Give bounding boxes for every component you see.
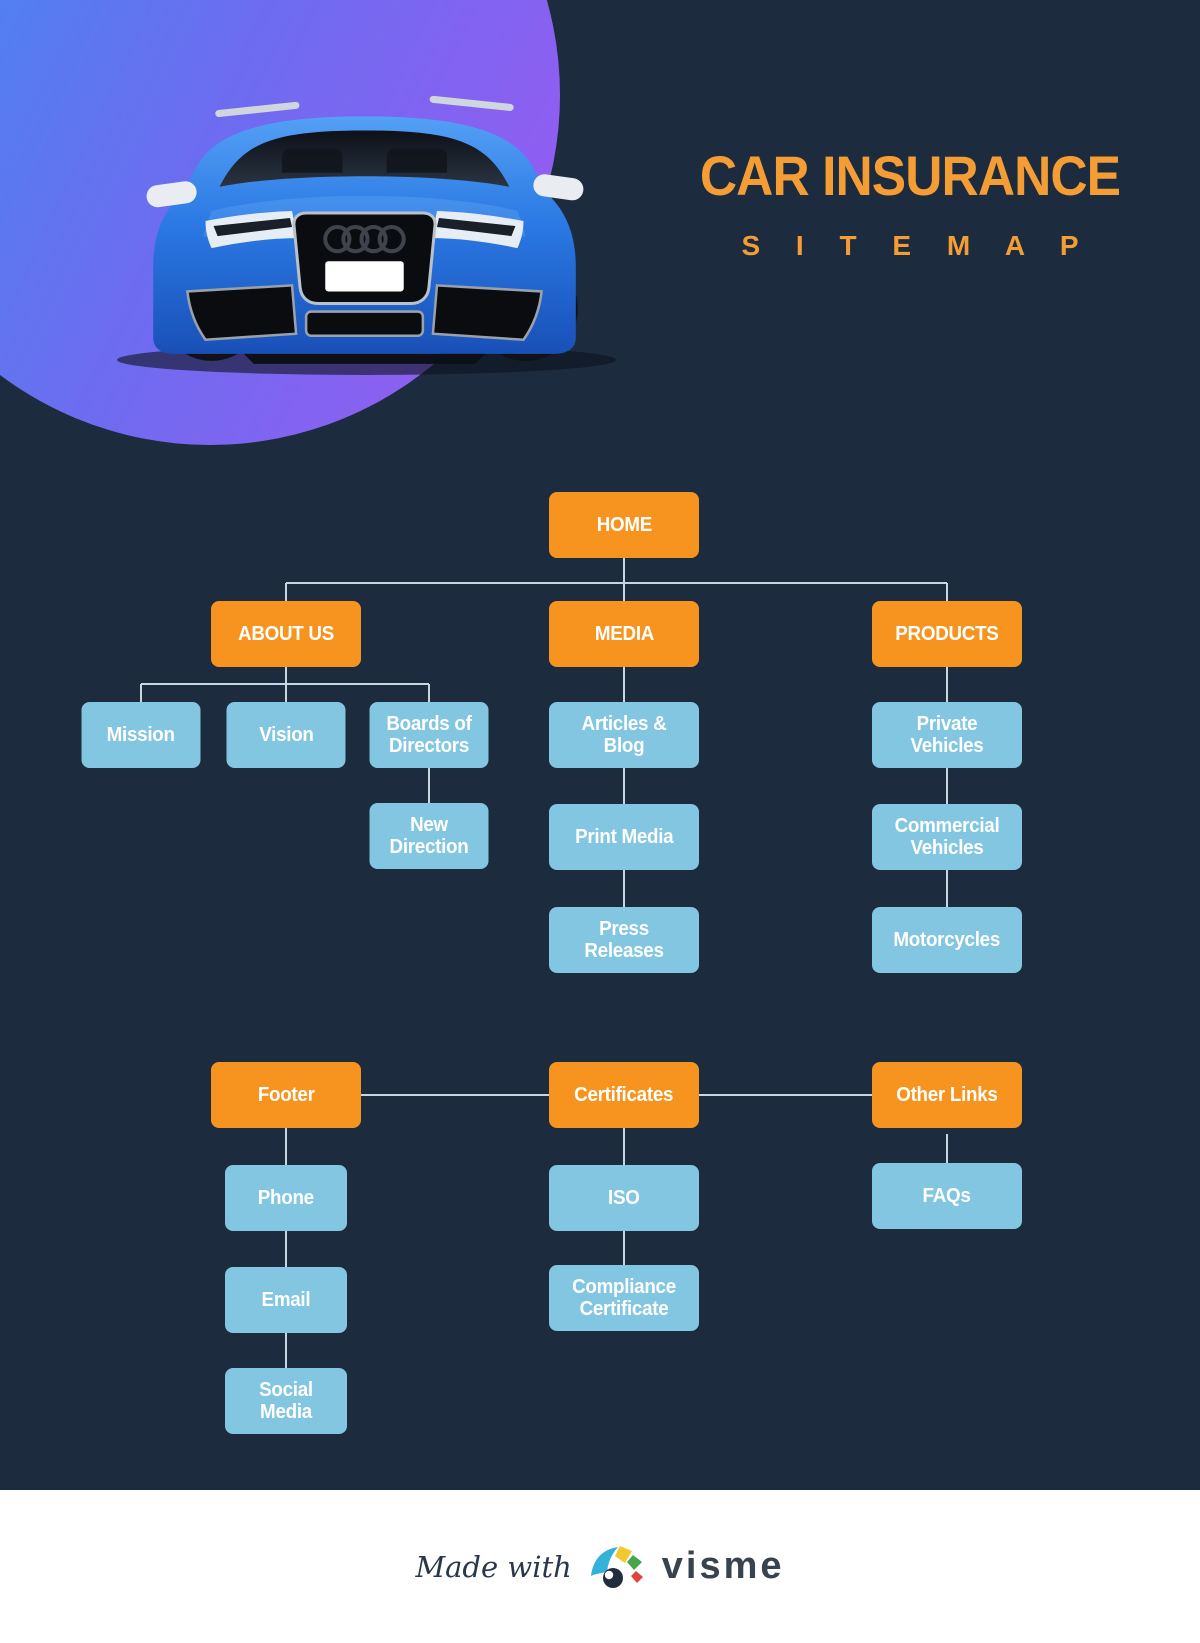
node-products: PRODUCTS <box>872 601 1022 667</box>
node-compliance-certificate: Compliance Certificate <box>549 1265 699 1331</box>
node-print-media: Print Media <box>549 804 699 870</box>
node-about-us: ABOUT US <box>211 601 361 667</box>
node-footer: Footer <box>211 1062 361 1128</box>
car-illustration <box>116 95 617 375</box>
node-articles-blog: Articles & Blog <box>549 702 699 768</box>
node-boards-of-directors: Boards of Directors <box>369 702 489 768</box>
node-faqs: FAQs <box>872 1163 1022 1229</box>
node-certificates: Certificates <box>549 1062 699 1128</box>
node-email: Email <box>225 1267 347 1333</box>
node-media: MEDIA <box>549 601 699 667</box>
node-other-links: Other Links <box>872 1062 1022 1128</box>
node-social-media: Social Media <box>225 1368 347 1434</box>
node-vision: Vision <box>226 702 346 768</box>
made-with-label: Made with <box>415 1549 572 1584</box>
node-new-direction: New Direction <box>369 803 489 869</box>
made-with-footer: Made with visme <box>0 1490 1200 1643</box>
node-mission: Mission <box>81 702 201 768</box>
page-title: CAR INSURANCE <box>699 144 1121 207</box>
visme-wordmark: visme <box>661 1545 785 1587</box>
node-press-releases: Press Releases <box>549 907 699 973</box>
node-commercial-vehicles: Commercial Vehicles <box>872 804 1022 870</box>
node-home: HOME <box>549 492 699 558</box>
node-iso: ISO <box>549 1165 699 1231</box>
visme-logo-icon <box>590 1545 643 1588</box>
header: CAR INSURANCE S I T E M A P <box>660 140 1160 262</box>
node-phone: Phone <box>225 1165 347 1231</box>
node-private-vehicles: Private Vehicles <box>872 702 1022 768</box>
page-subtitle: S I T E M A P <box>741 230 1093 261</box>
node-motorcycles: Motorcycles <box>872 907 1022 973</box>
